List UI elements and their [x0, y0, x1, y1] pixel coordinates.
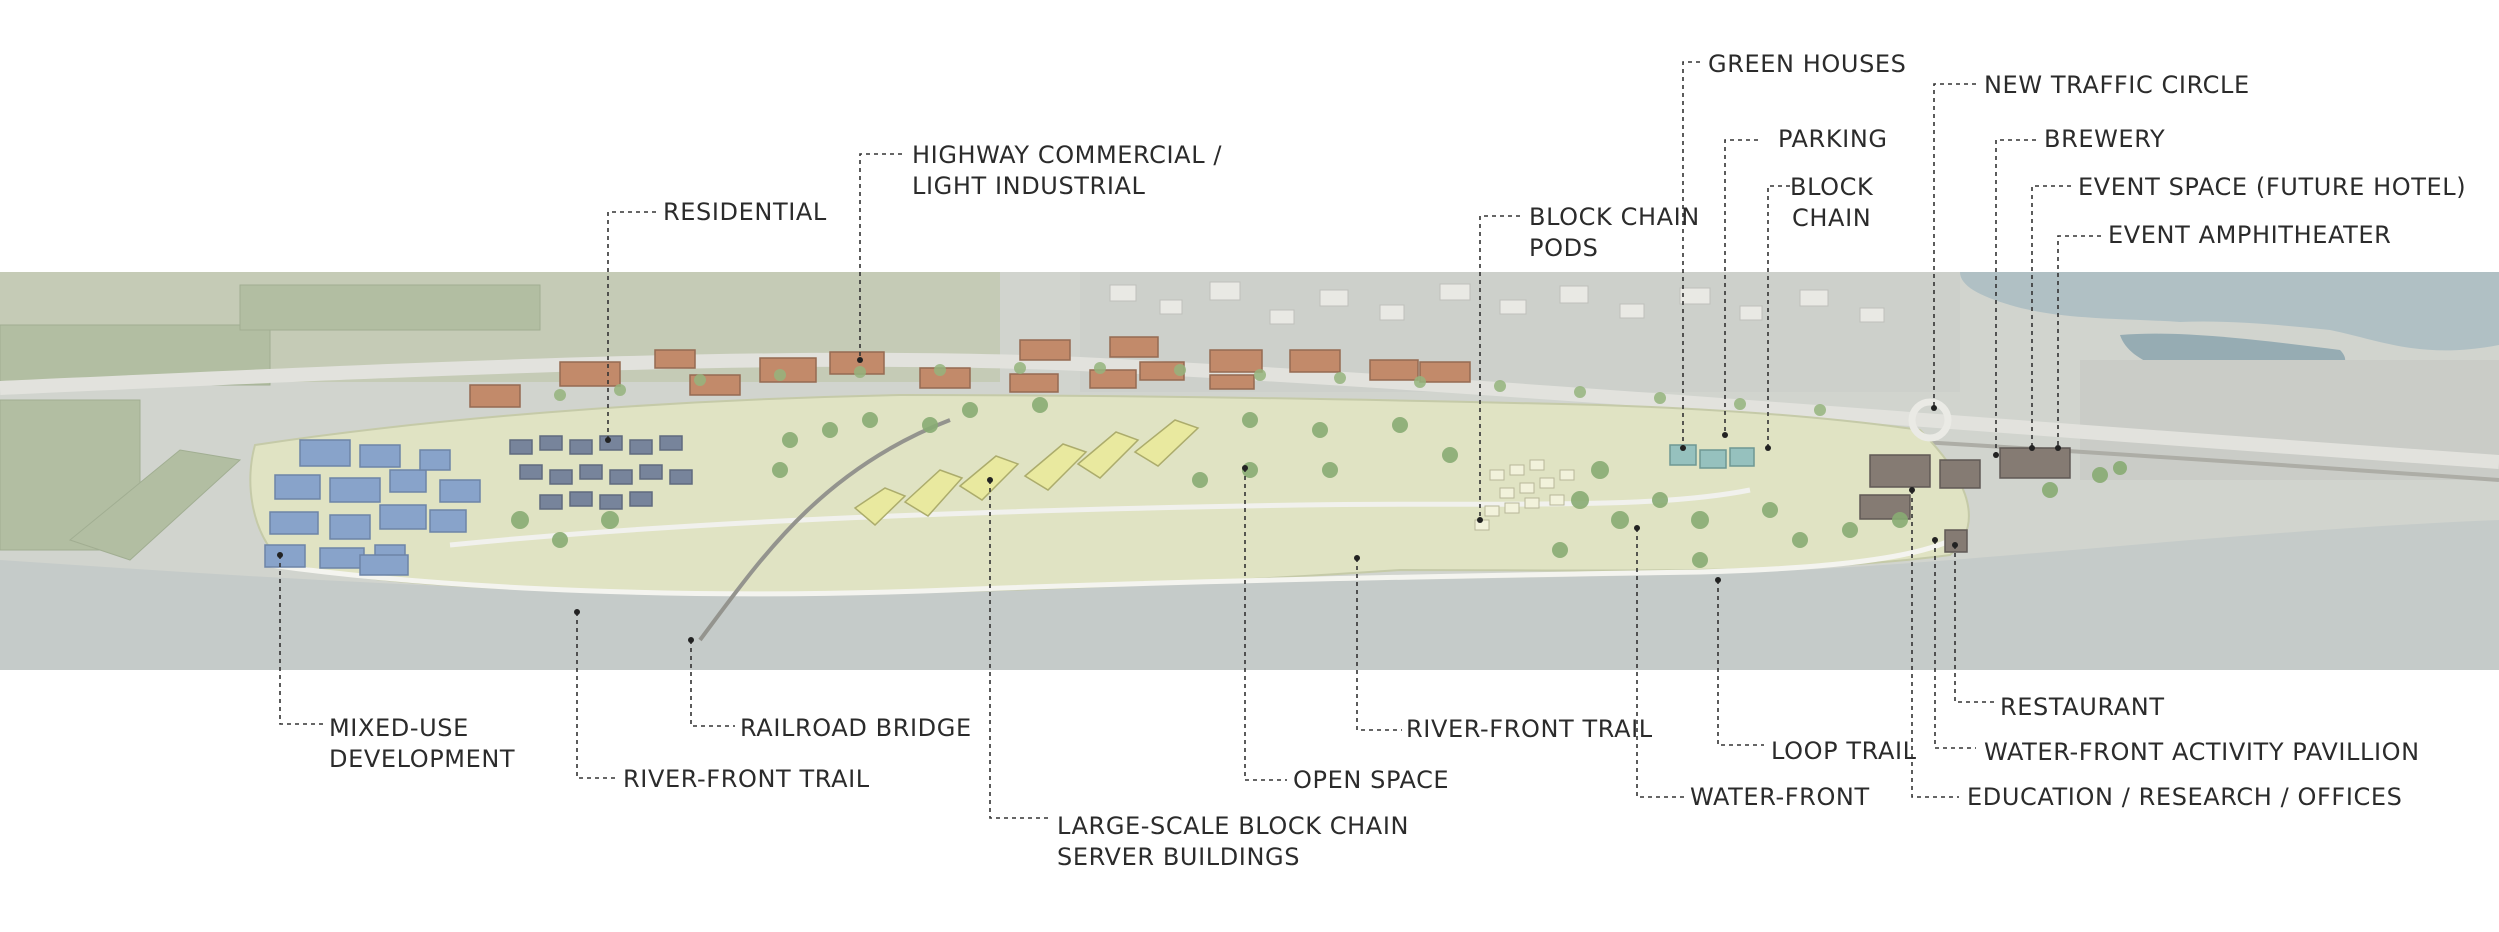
- leader-block-chain: [1767, 185, 1790, 448]
- label-line: PARKING: [1778, 125, 1888, 153]
- leader-residential: [607, 211, 656, 440]
- label-line: HIGHWAY COMMERCIAL /: [912, 141, 1223, 169]
- label-restaurant: RESTAURANT: [2000, 692, 2165, 723]
- label-line: LIGHT INDUSTRIAL: [912, 172, 1146, 200]
- label-line: OPEN SPACE: [1293, 766, 1450, 794]
- leader-open-space: [1244, 468, 1287, 781]
- campus-buildings: [1859, 447, 2071, 553]
- label-line: RESIDENTIAL: [663, 198, 827, 226]
- green-houses-cluster: [1669, 444, 1755, 469]
- leader-railroad-bridge: [690, 640, 735, 727]
- leader-parking: [1724, 139, 1758, 435]
- label-line: PODS: [1529, 234, 1599, 262]
- label-line: RIVER-FRONT TRAIL: [623, 765, 870, 793]
- orchards: [0, 284, 541, 561]
- label-loop-trail: LOOP TRAIL: [1771, 736, 1917, 767]
- label-line: LARGE-SCALE BLOCK CHAIN: [1057, 812, 1410, 840]
- label-parking: PARKING: [1778, 124, 1888, 155]
- label-line: BLOCK: [1790, 173, 1874, 201]
- leader-event-amphitheater: [2057, 235, 2101, 448]
- label-line: SERVER BUILDINGS: [1057, 843, 1301, 871]
- label-line: RIVER-FRONT TRAIL: [1406, 715, 1653, 743]
- label-block-chain: BLOCK CHAIN: [1790, 172, 1873, 234]
- label-water-front-pavillion: WATER-FRONT ACTIVITY PAVILLION: [1984, 737, 2420, 768]
- label-line: RESTAURANT: [2000, 693, 2165, 721]
- label-line: NEW TRAFFIC CIRCLE: [1984, 71, 2250, 99]
- label-line: BLOCK CHAIN: [1529, 203, 1700, 231]
- label-water-front: WATER-FRONT: [1690, 782, 1870, 813]
- label-education-research: EDUCATION / RESEARCH / OFFICES: [1967, 782, 2402, 813]
- highway-trees: [554, 362, 1826, 416]
- leader-water-front-pavillion: [1934, 540, 1976, 749]
- pond: [1960, 272, 2499, 351]
- label-river-front-trail-west: RIVER-FRONT TRAIL: [623, 764, 870, 795]
- label-line: BREWERY: [2044, 125, 2166, 153]
- highway: [0, 352, 2499, 469]
- label-line: EDUCATION / RESEARCH / OFFICES: [1967, 783, 2403, 811]
- leader-block-chain-pods: [1479, 215, 1520, 520]
- leader-restaurant: [1954, 545, 1994, 703]
- leader-highway-commercial: [859, 153, 902, 360]
- leader-loop-trail: [1717, 580, 1764, 746]
- label-railroad-bridge: RAILROAD BRIDGE: [740, 713, 972, 744]
- label-green-houses: GREEN HOUSES: [1708, 49, 1907, 80]
- railroad-bridge-line: [698, 418, 951, 642]
- label-block-chain-servers: LARGE-SCALE BLOCK CHAIN SERVER BUILDINGS: [1057, 811, 1409, 873]
- label-event-amphitheater: EVENT AMPHITHEATER: [2108, 220, 2391, 251]
- label-highway-commercial: HIGHWAY COMMERCIAL / LIGHT INDUSTRIAL: [912, 140, 1222, 202]
- leader-education-research: [1911, 490, 1959, 798]
- label-new-traffic-circle: NEW TRAFFIC CIRCLE: [1984, 70, 2250, 101]
- label-line: CHAIN: [1792, 204, 1872, 232]
- leader-brewery: [1995, 139, 2036, 455]
- leader-mixed-use: [279, 555, 326, 725]
- site-road: [449, 487, 1751, 548]
- label-line: LOOP TRAIL: [1771, 737, 1917, 765]
- mixed-use-buildings: [264, 439, 481, 576]
- leader-river-front-trail-west: [576, 612, 617, 779]
- leader-river-front-trail-east: [1356, 558, 1402, 731]
- label-mixed-use: MIXED-USE DEVELOPMENT: [329, 713, 515, 775]
- label-line: WATER-FRONT ACTIVITY PAVILLION: [1984, 738, 2420, 766]
- highway-commercial-buildings: [469, 336, 1471, 408]
- river-trail: [269, 532, 1962, 597]
- label-brewery: BREWERY: [2044, 124, 2165, 155]
- leader-new-traffic-circle: [1933, 83, 1976, 408]
- label-residential: RESIDENTIAL: [663, 197, 827, 228]
- leader-event-space: [2031, 185, 2071, 448]
- label-line: MIXED-USE: [329, 714, 469, 742]
- label-line: GREEN HOUSES: [1708, 50, 1907, 78]
- fade-overlay: [0, 272, 2499, 670]
- leader-block-chain-servers: [989, 480, 1050, 819]
- river: [0, 520, 2499, 670]
- label-line: DEVELOPMENT: [329, 745, 516, 773]
- leader-water-front: [1636, 528, 1684, 798]
- residential-buildings: [509, 435, 693, 510]
- label-open-space: OPEN SPACE: [1293, 765, 1449, 796]
- label-line: RAILROAD BRIDGE: [740, 714, 972, 742]
- label-line: EVENT AMPHITHEATER: [2108, 221, 2392, 249]
- label-line: WATER-FRONT: [1690, 783, 1870, 811]
- leader-green-houses: [1682, 61, 1700, 448]
- label-river-front-trail-east: RIVER-FRONT TRAIL: [1406, 714, 1653, 745]
- label-line: EVENT SPACE (FUTURE HOTEL): [2078, 173, 2467, 201]
- label-event-space: EVENT SPACE (FUTURE HOTEL): [2078, 172, 2466, 203]
- block-chain-server-buildings: [853, 419, 1200, 527]
- block-chain-pods-cluster: [1474, 459, 1575, 531]
- traffic-circle: [1908, 398, 1952, 442]
- label-block-chain-pods: BLOCK CHAIN PODS: [1529, 202, 1700, 264]
